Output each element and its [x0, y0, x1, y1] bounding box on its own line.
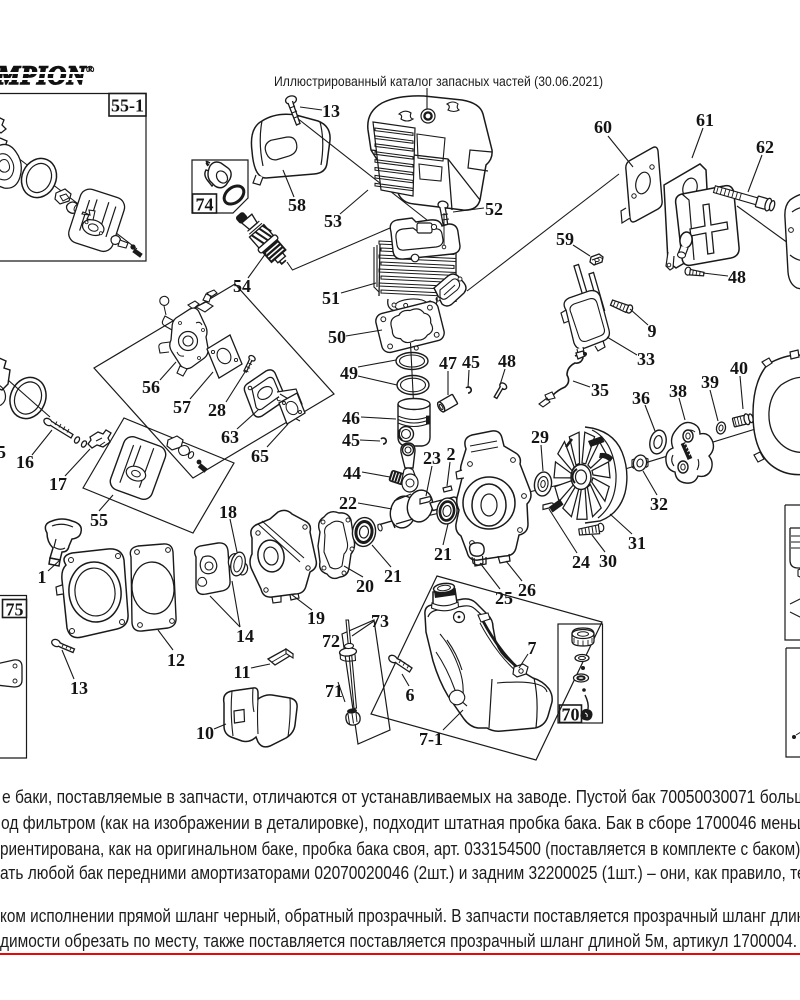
svg-text:28: 28: [208, 400, 226, 420]
svg-text:23: 23: [423, 448, 441, 468]
svg-text:72: 72: [322, 631, 340, 651]
svg-text:30: 30: [599, 551, 617, 571]
svg-text:24: 24: [572, 552, 590, 572]
svg-text:26: 26: [518, 580, 536, 600]
svg-text:14: 14: [236, 626, 254, 646]
svg-text:16: 16: [16, 452, 34, 472]
svg-text:53: 53: [324, 211, 342, 231]
svg-text:1: 1: [38, 567, 47, 587]
svg-text:33: 33: [637, 349, 655, 369]
svg-text:47: 47: [439, 353, 457, 373]
svg-text:7-1: 7-1: [419, 729, 443, 749]
svg-text:54: 54: [233, 276, 251, 296]
svg-text:56: 56: [142, 377, 160, 397]
svg-text:11: 11: [233, 662, 250, 682]
svg-text:32: 32: [650, 494, 668, 514]
svg-text:29: 29: [531, 427, 549, 447]
svg-text:38: 38: [669, 381, 687, 401]
svg-text:46: 46: [342, 408, 360, 428]
svg-text:2: 2: [447, 444, 456, 464]
svg-text:20: 20: [356, 576, 374, 596]
svg-text:39: 39: [701, 372, 719, 392]
svg-text:25: 25: [495, 588, 513, 608]
svg-text:7: 7: [528, 638, 537, 658]
svg-text:50: 50: [328, 327, 346, 347]
svg-text:62: 62: [756, 137, 774, 157]
svg-text:61: 61: [696, 110, 714, 130]
svg-text:22: 22: [339, 493, 357, 513]
svg-text:18: 18: [219, 502, 237, 522]
svg-text:17: 17: [49, 474, 67, 494]
svg-text:48: 48: [498, 351, 516, 371]
svg-text:12: 12: [167, 650, 185, 670]
svg-text:70: 70: [562, 705, 580, 725]
svg-text:71: 71: [325, 681, 343, 701]
svg-text:59: 59: [556, 229, 574, 249]
svg-text:35: 35: [591, 380, 609, 400]
svg-text:55-1: 55-1: [111, 96, 144, 116]
svg-text:15: 15: [0, 442, 6, 462]
svg-text:31: 31: [628, 533, 646, 553]
svg-text:49: 49: [340, 363, 358, 383]
svg-text:44: 44: [343, 463, 361, 483]
svg-text:21: 21: [434, 544, 452, 564]
svg-text:10: 10: [196, 723, 214, 743]
svg-text:13: 13: [322, 101, 340, 121]
svg-text:73: 73: [371, 611, 389, 631]
svg-text:58: 58: [288, 195, 306, 215]
svg-text:65: 65: [251, 446, 269, 466]
svg-text:63: 63: [221, 427, 239, 447]
svg-text:74: 74: [196, 195, 214, 215]
svg-text:75: 75: [6, 600, 24, 620]
svg-text:21: 21: [384, 566, 402, 586]
svg-text:19: 19: [307, 608, 325, 628]
svg-text:6: 6: [406, 685, 415, 705]
svg-text:9: 9: [648, 321, 657, 341]
svg-text:60: 60: [594, 117, 612, 137]
svg-text:52: 52: [485, 199, 503, 219]
svg-text:40: 40: [730, 358, 748, 378]
svg-text:45: 45: [462, 352, 480, 372]
svg-text:51: 51: [322, 288, 340, 308]
svg-text:36: 36: [632, 388, 650, 408]
svg-text:13: 13: [70, 678, 88, 698]
svg-text:45: 45: [342, 430, 360, 450]
svg-text:48: 48: [728, 267, 746, 287]
svg-text:55: 55: [90, 510, 108, 530]
svg-text:57: 57: [173, 397, 191, 417]
